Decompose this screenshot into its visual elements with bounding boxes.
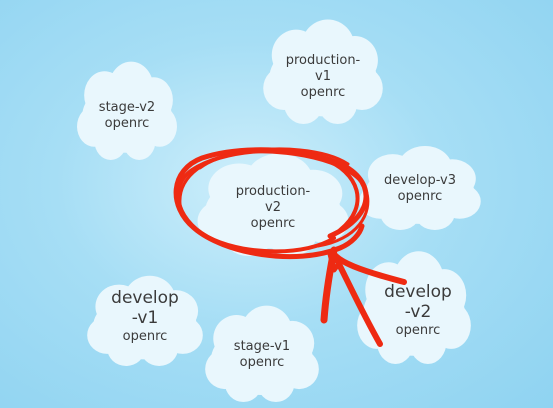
cloud-icon [263,19,383,124]
cloud-stage-v2[interactable]: stage-v2 openrc [76,61,178,160]
cloud-label-line: openrc [239,355,285,370]
cloud-label-line: -v1 [131,308,159,328]
cloud-develop-v1[interactable]: develop -v1 openrc [86,275,204,366]
cloud-stage-v1[interactable]: stage-v1 openrc [204,305,320,402]
cloud-label-line: develop-v3 [383,173,457,188]
cloud-label-line: stage-v1 [233,339,291,354]
cloud-label-line: production- [235,184,311,199]
cloud-label-line: openrc [104,116,150,131]
cloud-develop-v3[interactable]: develop-v3 openrc [358,145,482,230]
cloud-label-line: -v2 [404,302,432,322]
cloud-label-line: production- [285,53,361,68]
cloud-label-line: develop [111,288,179,308]
cloud-develop-v2[interactable]: develop -v2 openrc [356,251,472,364]
cloud-icon [205,305,319,402]
cloud-label-line: openrc [122,329,168,344]
annotation-arrow [327,251,343,273]
cloud-label-line: openrc [395,323,441,338]
cloud-label-line: v2 [265,200,281,215]
cloud-label-line: v1 [315,69,331,84]
cloud-production-v1[interactable]: production- v1 openrc [262,19,384,124]
cloud-label-line: stage-v2 [98,100,156,115]
cloud-production-v2[interactable]: production- v2 openrc [196,153,350,256]
cloud-label-line: develop [384,282,452,302]
annotation-arrow [320,246,338,324]
cloud-label-line: openrc [397,189,443,204]
cloud-icon [359,145,481,230]
cloud-label-line: openrc [250,216,296,231]
cloud-icon [87,275,203,366]
cloud-icon [77,61,177,160]
cloud-label-line: openrc [300,85,346,100]
